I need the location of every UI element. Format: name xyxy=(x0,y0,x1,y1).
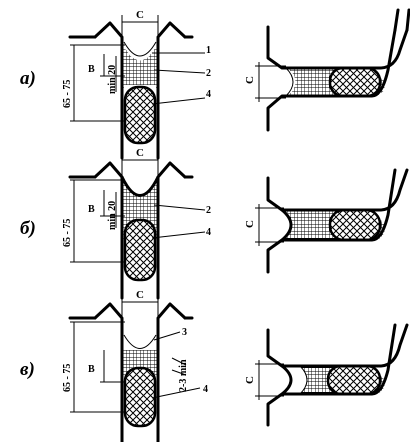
dim-depth-b: B xyxy=(88,204,95,215)
dim-gap-c: C xyxy=(244,76,256,84)
primer-layer xyxy=(123,41,157,57)
section-b-left: C 65 - 75 B min 20 2 4 xyxy=(62,147,211,300)
dim-height: 65 - 75 xyxy=(62,364,73,392)
callout-4: 4 xyxy=(206,89,211,100)
section-a-left: C 65 - 75 B min 20 1 2 4 xyxy=(62,9,211,160)
callout-4: 4 xyxy=(206,227,211,238)
dim-depth-b: B xyxy=(88,364,95,375)
dim-height: 65 - 75 xyxy=(62,219,73,247)
separation-layer xyxy=(123,334,157,349)
backer-cord xyxy=(123,366,157,428)
backer-cord xyxy=(123,85,157,145)
backer-cord xyxy=(328,208,382,242)
dim-gap-c: C xyxy=(244,220,256,228)
panel-edge-right xyxy=(156,21,187,160)
row-label-c: в) xyxy=(20,359,35,380)
dim-height: 65 - 75 xyxy=(62,80,73,108)
backer-cord xyxy=(326,364,382,396)
callout-2: 2 xyxy=(206,205,211,216)
section-c-right: C xyxy=(244,323,409,427)
callout-1: 1 xyxy=(206,45,211,56)
dim-gap-c: C xyxy=(136,147,144,159)
row-label-b: б) xyxy=(20,218,36,239)
dim-gap-c: C xyxy=(244,376,256,384)
dim-gap-c: C xyxy=(136,9,144,21)
dim-gap-c: C xyxy=(136,289,144,301)
section-c-left: C 65 - 75 B 2-3 min 3 4 xyxy=(62,289,208,442)
section-a-right: C xyxy=(244,8,410,132)
dim-depth-b: B xyxy=(88,64,95,75)
section-b-right: C xyxy=(244,168,409,274)
backer-cord xyxy=(123,218,157,282)
row-a: а) C 65 - 75 xyxy=(20,8,410,160)
row-label-a: а) xyxy=(20,68,36,89)
callout-4: 4 xyxy=(203,384,208,395)
row-c: в) C 65 - 75 B 2-3 min 3 xyxy=(20,289,409,442)
callout-3: 3 xyxy=(182,327,187,338)
backer-cord xyxy=(328,66,382,98)
sealant-fill xyxy=(122,43,158,90)
dim-min: min 20 xyxy=(107,65,118,94)
dim-min: 2-3 min xyxy=(178,359,189,392)
dim-min: min 20 xyxy=(107,201,118,230)
row-b: б) C 65 - 75 B min 20 2 4 xyxy=(20,147,409,300)
callout-2: 2 xyxy=(206,68,211,79)
